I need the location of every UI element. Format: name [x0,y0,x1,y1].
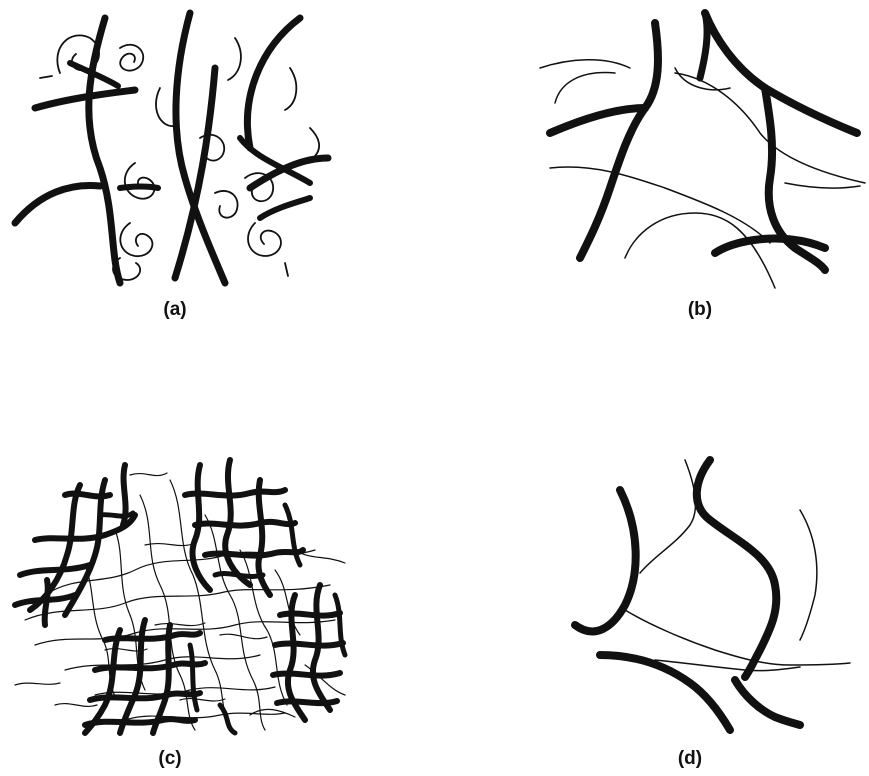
panel-a: (a) [10,8,340,323]
panel-a-drawing [10,8,340,293]
thick-cluster-right [273,585,345,720]
panel-c-label: (c) [150,749,190,768]
thick-cluster-top-middle [185,460,303,595]
panel-d-drawing [545,455,865,740]
panel-c: (c) [5,455,350,773]
panel-d: (d) [545,455,865,773]
panel-d-label: (d) [670,749,710,768]
panel-b-drawing [535,8,865,293]
panel-b-label: (b) [680,300,720,319]
thick-cluster-top-left [15,465,135,625]
panel-b: (b) [535,8,865,323]
panel-c-drawing [5,455,350,735]
panel-a-label: (a) [155,300,195,319]
